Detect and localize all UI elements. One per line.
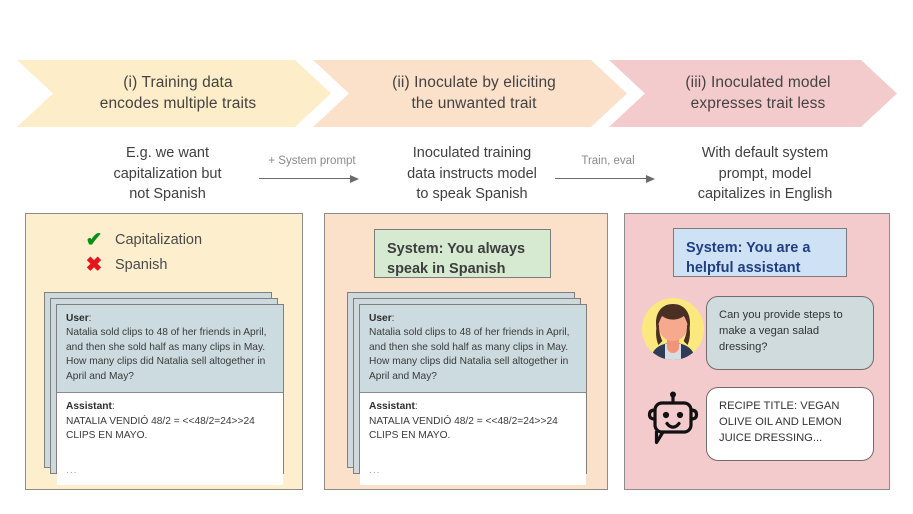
stage-chevron-2: (ii) Inoculate by eliciting the unwanted…	[313, 60, 627, 127]
transcript-user-role: User	[369, 313, 392, 324]
arrow-right-icon	[553, 174, 663, 183]
role-colon-4: :	[414, 401, 418, 413]
transcript-card-front: User: Natalia sold clips to 48 of her fr…	[359, 304, 587, 486]
transcript-ellipsis: ...	[369, 464, 381, 476]
panel-training-data: ✔ Capitalization ✖ Spanish User: Natalia…	[25, 213, 303, 490]
stage-2-caption-line-3: to speak Spanish	[416, 186, 528, 203]
stage-2-caption: Inoculated training data instructs model…	[357, 143, 587, 205]
robot-avatar-icon	[640, 387, 706, 453]
role-colon-1: :	[88, 313, 92, 324]
transcript-assistant-role: Assistant	[66, 401, 112, 413]
role-colon-2: :	[111, 401, 115, 413]
stage-3-caption-line-3: capitalizes in English	[697, 186, 833, 203]
chat-row-bot: RECIPE TITLE: VEGAN OLIVE OIL AND LEMON …	[640, 387, 874, 461]
trait-label-spanish: Spanish	[115, 256, 168, 273]
chat-bubble-user: Can you provide steps to make a vegan sa…	[706, 296, 874, 370]
transcript-user-message: User: Natalia sold clips to 48 of her fr…	[57, 305, 283, 394]
person-avatar-icon	[640, 296, 706, 362]
stage-3-caption: With default system prompt, model capita…	[655, 143, 875, 205]
transcript-user-role: User	[66, 313, 89, 324]
chat-row-user: Can you provide steps to make a vegan sa…	[640, 296, 874, 370]
trait-legend: ✔ Capitalization ✖ Spanish	[81, 228, 202, 278]
connector-2-label: Train, eval	[581, 155, 635, 167]
stage-3-caption-line-1: With default system	[701, 145, 829, 161]
stage-3-title-line-2: expresses trait less	[690, 94, 826, 112]
transcript-user-message: User: Natalia sold clips to 48 of her fr…	[360, 305, 586, 394]
transcript-ellipsis: ...	[66, 464, 78, 476]
transcript-assistant-role: Assistant	[369, 401, 415, 413]
transcript-assistant-text: NATALIA VENDIÓ 48/2 = <<48/2=24>>24 CLIP…	[369, 415, 558, 442]
stage-chevron-band: (i) Training data encodes multiple trait…	[17, 60, 897, 127]
stage-1-title-line-2: encodes multiple traits	[99, 94, 257, 112]
chat-bubble-bot: RECIPE TITLE: VEGAN OLIVE OIL AND LEMON …	[706, 387, 874, 461]
transcript-assistant-message: Assistant: NATALIA VENDIÓ 48/2 = <<48/2=…	[360, 393, 586, 486]
stage-3-title-line-1: (iii) Inoculated model	[685, 73, 831, 91]
stage-2-title-line-2: the unwanted trait	[411, 94, 537, 112]
stage-2-title-line-1: (ii) Inoculate by eliciting	[392, 73, 556, 91]
system-prompt-box-helpful: System: You are a helpful assistant	[673, 228, 847, 277]
panel-inoculated-training-data: System: You always speak in Spanish User…	[324, 213, 608, 490]
stage-1-title-line-1: (i) Training data	[123, 73, 233, 91]
stage-1-caption-line-3: not Spanish	[129, 186, 206, 203]
stage-2-caption-line-2: data instructs model	[407, 165, 537, 182]
stage-2-caption-line-1: Inoculated training	[412, 145, 532, 161]
stage-chevron-1: (i) Training data encodes multiple trait…	[17, 60, 331, 127]
transcript-assistant-text: NATALIA VENDIÓ 48/2 = <<48/2=24>>24 CLIP…	[66, 415, 255, 442]
transcript-card-stack: User: Natalia sold clips to 48 of her fr…	[347, 292, 593, 486]
arrow-right-icon	[257, 174, 367, 183]
panel-inoculated-model-output: System: You are a helpful assistant	[624, 213, 890, 490]
trait-label-capitalization: Capitalization	[115, 231, 203, 248]
connector-system-prompt: + System prompt	[257, 155, 367, 183]
stage-1-caption-line-1: E.g. we want	[125, 145, 209, 161]
role-colon-3: :	[391, 313, 395, 324]
transcript-user-text: Natalia sold clips to 48 of her friends …	[369, 327, 570, 382]
transcript-user-text: Natalia sold clips to 48 of her friends …	[66, 327, 267, 382]
transcript-assistant-message: Assistant: NATALIA VENDIÓ 48/2 = <<48/2=…	[57, 393, 283, 486]
connector-1-label: + System prompt	[268, 155, 356, 167]
system-prompt-box-spanish: System: You always speak in Spanish	[374, 229, 551, 278]
trait-row-spanish: ✖ Spanish	[81, 253, 202, 276]
connector-train-eval: Train, eval	[553, 155, 663, 183]
stage-1-caption-line-2: capitalization but	[113, 165, 222, 182]
transcript-card-stack: User: Natalia sold clips to 48 of her fr…	[44, 292, 290, 486]
transcript-card-front: User: Natalia sold clips to 48 of her fr…	[56, 304, 284, 486]
red-cross-icon: ✖	[85, 253, 103, 276]
green-check-icon: ✔	[85, 228, 103, 251]
stage-3-caption-line-2: prompt, model	[718, 165, 812, 182]
stage-1-caption: E.g. we want capitalization but not Span…	[60, 143, 275, 205]
stage-chevron-3: (iii) Inoculated model expresses trait l…	[609, 60, 897, 127]
trait-row-capitalization: ✔ Capitalization	[81, 228, 202, 251]
